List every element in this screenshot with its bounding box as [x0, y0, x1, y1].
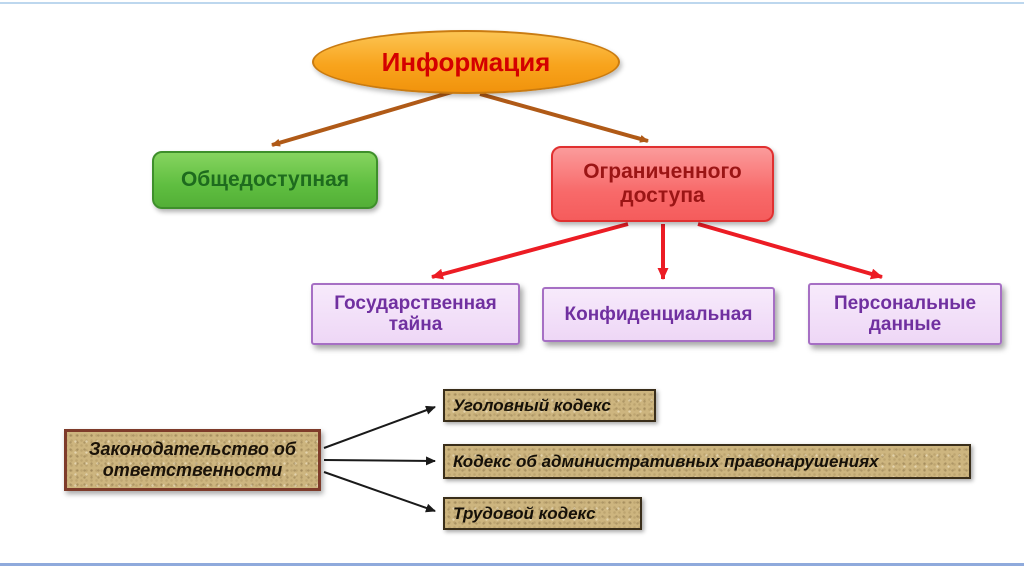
arrow-legislation-to-admin [323, 456, 436, 466]
arrow-root-to-restricted [479, 92, 649, 143]
bottom-border-line [0, 563, 1024, 566]
arrow-restricted-to-personal [697, 222, 883, 280]
node-administrative-code: Кодекс об административных правонарушени… [443, 444, 971, 479]
arrow-root-to-public [271, 90, 453, 147]
node-public-info: Общедоступная [152, 151, 378, 209]
arrow-legislation-to-criminal [323, 405, 436, 449]
node-labor-code-label: Трудовой кодекс [453, 503, 596, 523]
arrow-legislation-to-labor [323, 471, 436, 513]
node-legislation-label: Законодательство об ответственности [88, 439, 297, 480]
arrow-restricted-to-secret [431, 222, 629, 280]
node-confidential-label: Конфиденциальная [564, 303, 753, 325]
node-restricted-access-label: Ограниченного доступа [583, 159, 742, 207]
node-criminal-code-label: Уголовный кодекс [453, 395, 611, 415]
node-information-label: Информация [381, 46, 551, 77]
node-state-secret: Государственная тайна [311, 283, 520, 345]
node-personal-data: Персональные данные [808, 283, 1002, 345]
node-public-info-label: Общедоступная [180, 168, 350, 191]
node-information: Информация [312, 30, 620, 94]
node-labor-code: Трудовой кодекс [443, 497, 642, 530]
node-confidential: Конфиденциальная [542, 287, 775, 342]
node-restricted-access: Ограниченного доступа [551, 146, 774, 222]
node-legislation: Законодательство об ответственности [64, 429, 321, 491]
top-border-line [0, 2, 1024, 4]
node-personal-data-label: Персональные данные [833, 292, 977, 335]
node-criminal-code: Уголовный кодекс [443, 389, 656, 422]
node-administrative-code-label: Кодекс об административных правонарушени… [453, 451, 879, 471]
node-state-secret-label: Государственная тайна [334, 292, 497, 335]
